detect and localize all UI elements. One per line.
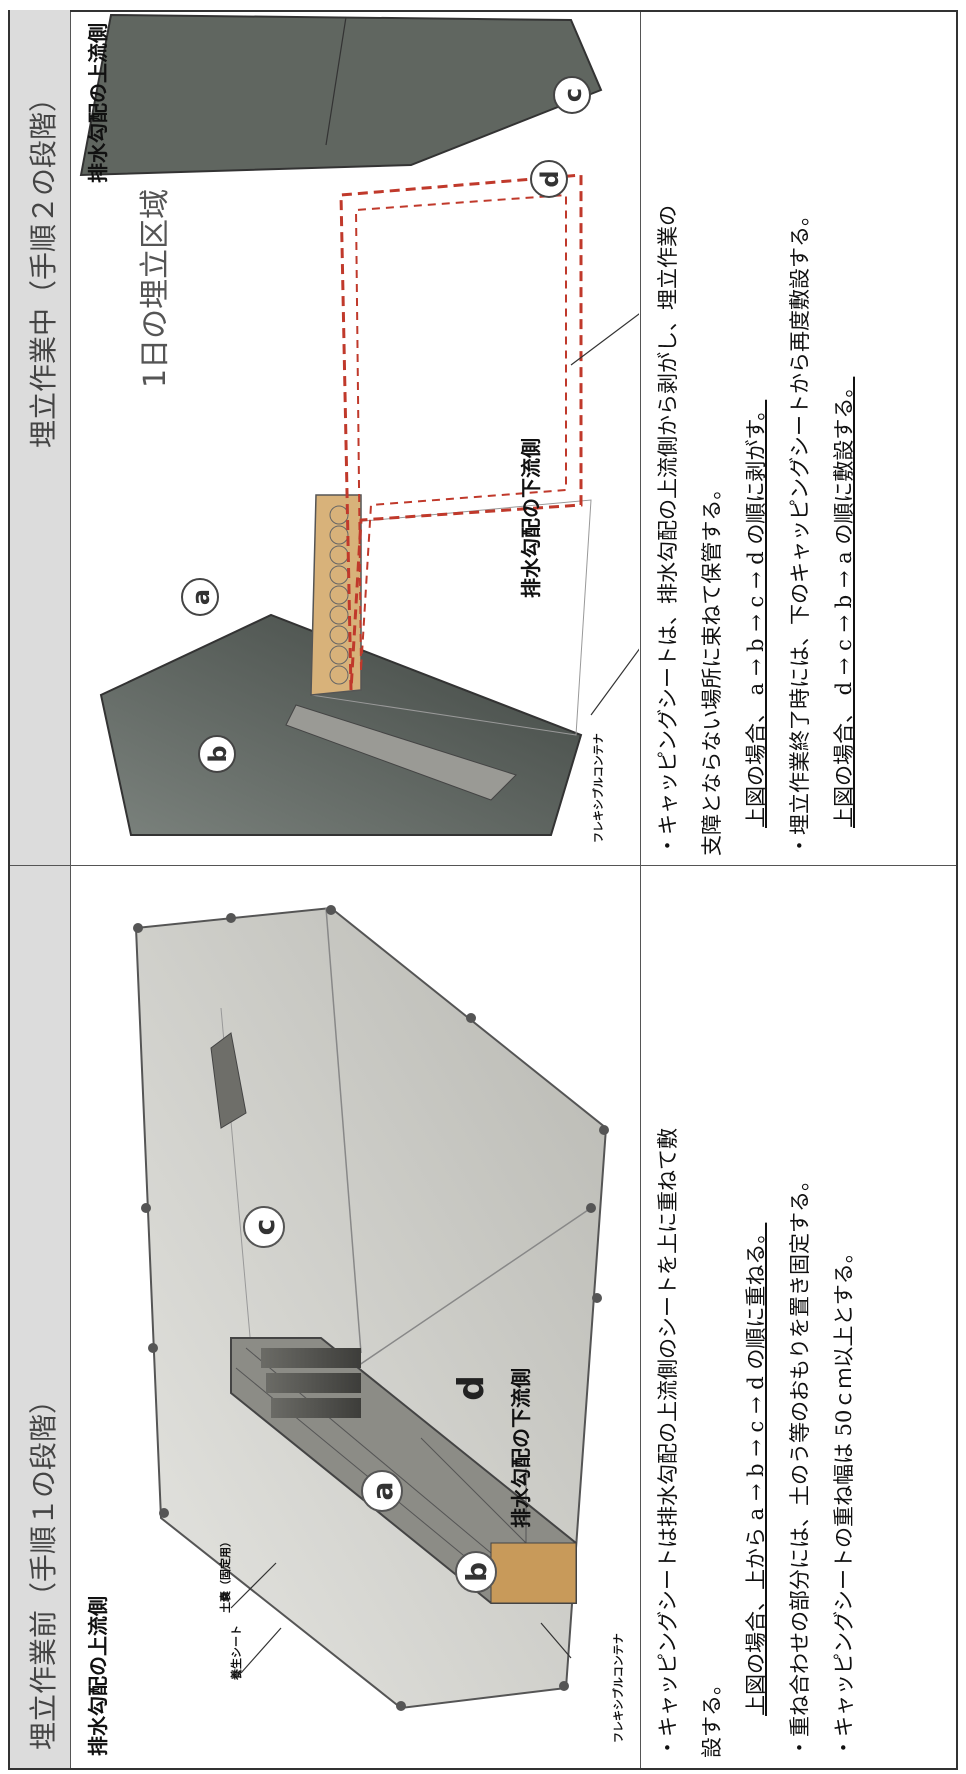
left-marker-c: c [248,1219,281,1236]
right-bullet-1-cont: 支障とならない場所に束ねて保管する。 [700,478,724,856]
sheet-leader [240,1627,282,1674]
container-leader [540,1622,572,1659]
left-bullet-1-cont: 設する。 [700,1674,724,1758]
right-area-inner [354,193,567,671]
right-marker-b: b [204,745,232,762]
comparison-table: 埋立作業前（手順１の段階） 埋立作業中（手順２の段階） [8,10,958,1770]
left-header: 埋立作業前（手順１の段階） [27,1385,60,1750]
right-sheet-cd [79,13,603,177]
left-marker-b: b [460,1562,493,1582]
right-header: 埋立作業中（手順２の段階） [27,83,60,448]
right-upstream-label: 排水勾配の上流側 [86,23,110,183]
sheet-label: 養生シート [230,1625,243,1680]
right-marker-c: c [559,88,587,102]
left-downstream-label: 排水勾配の下流側 [509,1368,533,1528]
left-container-label: フレキシブルコンテナ [612,1633,625,1743]
right-bullet-1: ・キャッピングシートは、排水勾配の上流側から剥がし、埋立作業の [656,205,680,856]
daily-area-label: 1日の埋立区域 [138,188,173,388]
right-marker-a: a [187,589,215,605]
right-container-leader [590,639,639,716]
right-area-outer [339,173,583,691]
right-container-label: フレキシブルコンテナ [592,733,605,843]
sandbag-label: 土嚢（固定用） [219,1536,232,1613]
left-marker-a: a [366,1482,399,1501]
right-example-2: 上図の場合、 d → c → b → a の順に敷設する。 [832,376,856,828]
left-bullet-3: ・キャッピングシートの重ね幅は 50ｃｍ以上とする。 [832,1242,856,1758]
sandbag-leader [230,1562,277,1609]
left-bullet-1: ・キャッピングシートは排水勾配の上流側のシートを上に重ねて敷 [656,1128,680,1758]
area-leader [570,304,639,366]
left-diagram: a b c d [133,905,609,1711]
left-example-1: 上図の場合、上から a → b → c → d の順に重ねる。 [744,1222,768,1716]
text-divider [640,12,641,1768]
right-example-1: 上図の場合、 a → b → c → d の順に剥がす。 [744,399,768,828]
right-bullet-2: ・埋立作業終了時には、下のキャッピングシートから再度敷設する。 [788,205,812,856]
right-downstream-label: 排水勾配の下流側 [519,438,543,598]
left-marker-d: d [451,1375,492,1401]
left-bullet-2: ・重ね合わせの部分には、土のう等のおもりを置き固定する。 [788,1170,812,1758]
right-diagram: a b c d [79,13,639,836]
left-upstream-label: 排水勾配の上流側 [86,1596,110,1756]
right-marker-d: d [536,170,564,187]
